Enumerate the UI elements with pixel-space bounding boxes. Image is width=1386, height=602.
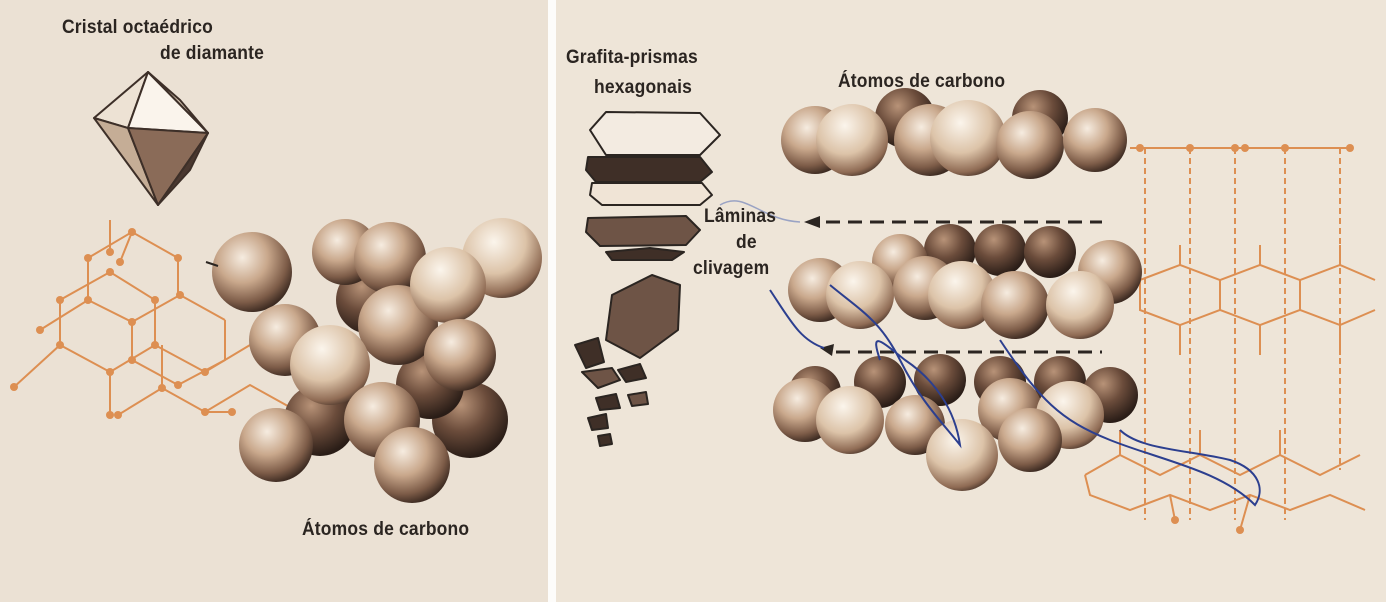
carbon-atom <box>826 261 894 329</box>
diamond-atoms-label: Átomos de carbono <box>302 520 469 540</box>
carbon-atom <box>981 271 1049 339</box>
carbon-atom <box>1063 108 1127 172</box>
carbon-atom <box>930 100 1006 176</box>
panel-divider <box>548 0 556 602</box>
cleavage-label-line2: de <box>736 233 757 253</box>
cleavage-label-line3: clivagem <box>693 259 769 279</box>
carbon-atom <box>816 386 884 454</box>
carbon-atom <box>374 427 450 503</box>
carbon-atom <box>1024 226 1076 278</box>
graphite-atoms-label: Átomos de carbono <box>838 72 1005 92</box>
carbon-atom <box>998 408 1062 472</box>
carbon-atom <box>212 232 292 312</box>
cleavage-label-line1: Lâminas <box>704 207 776 227</box>
diamond-crystal-label-line2: de diamante <box>160 44 264 64</box>
carbon-atom <box>996 111 1064 179</box>
carbon-atom <box>239 408 313 482</box>
graphite-prisms-label-line1: Grafita-prismas <box>566 48 698 68</box>
carbon-atom <box>1046 271 1114 339</box>
diamond-crystal-label-line1: Cristal octaédrico <box>62 18 213 38</box>
carbon-atom <box>424 319 496 391</box>
carbon-atom <box>410 247 486 323</box>
carbon-atom <box>926 419 998 491</box>
carbon-atom <box>816 104 888 176</box>
graphite-prisms-label-line2: hexagonais <box>594 78 692 98</box>
